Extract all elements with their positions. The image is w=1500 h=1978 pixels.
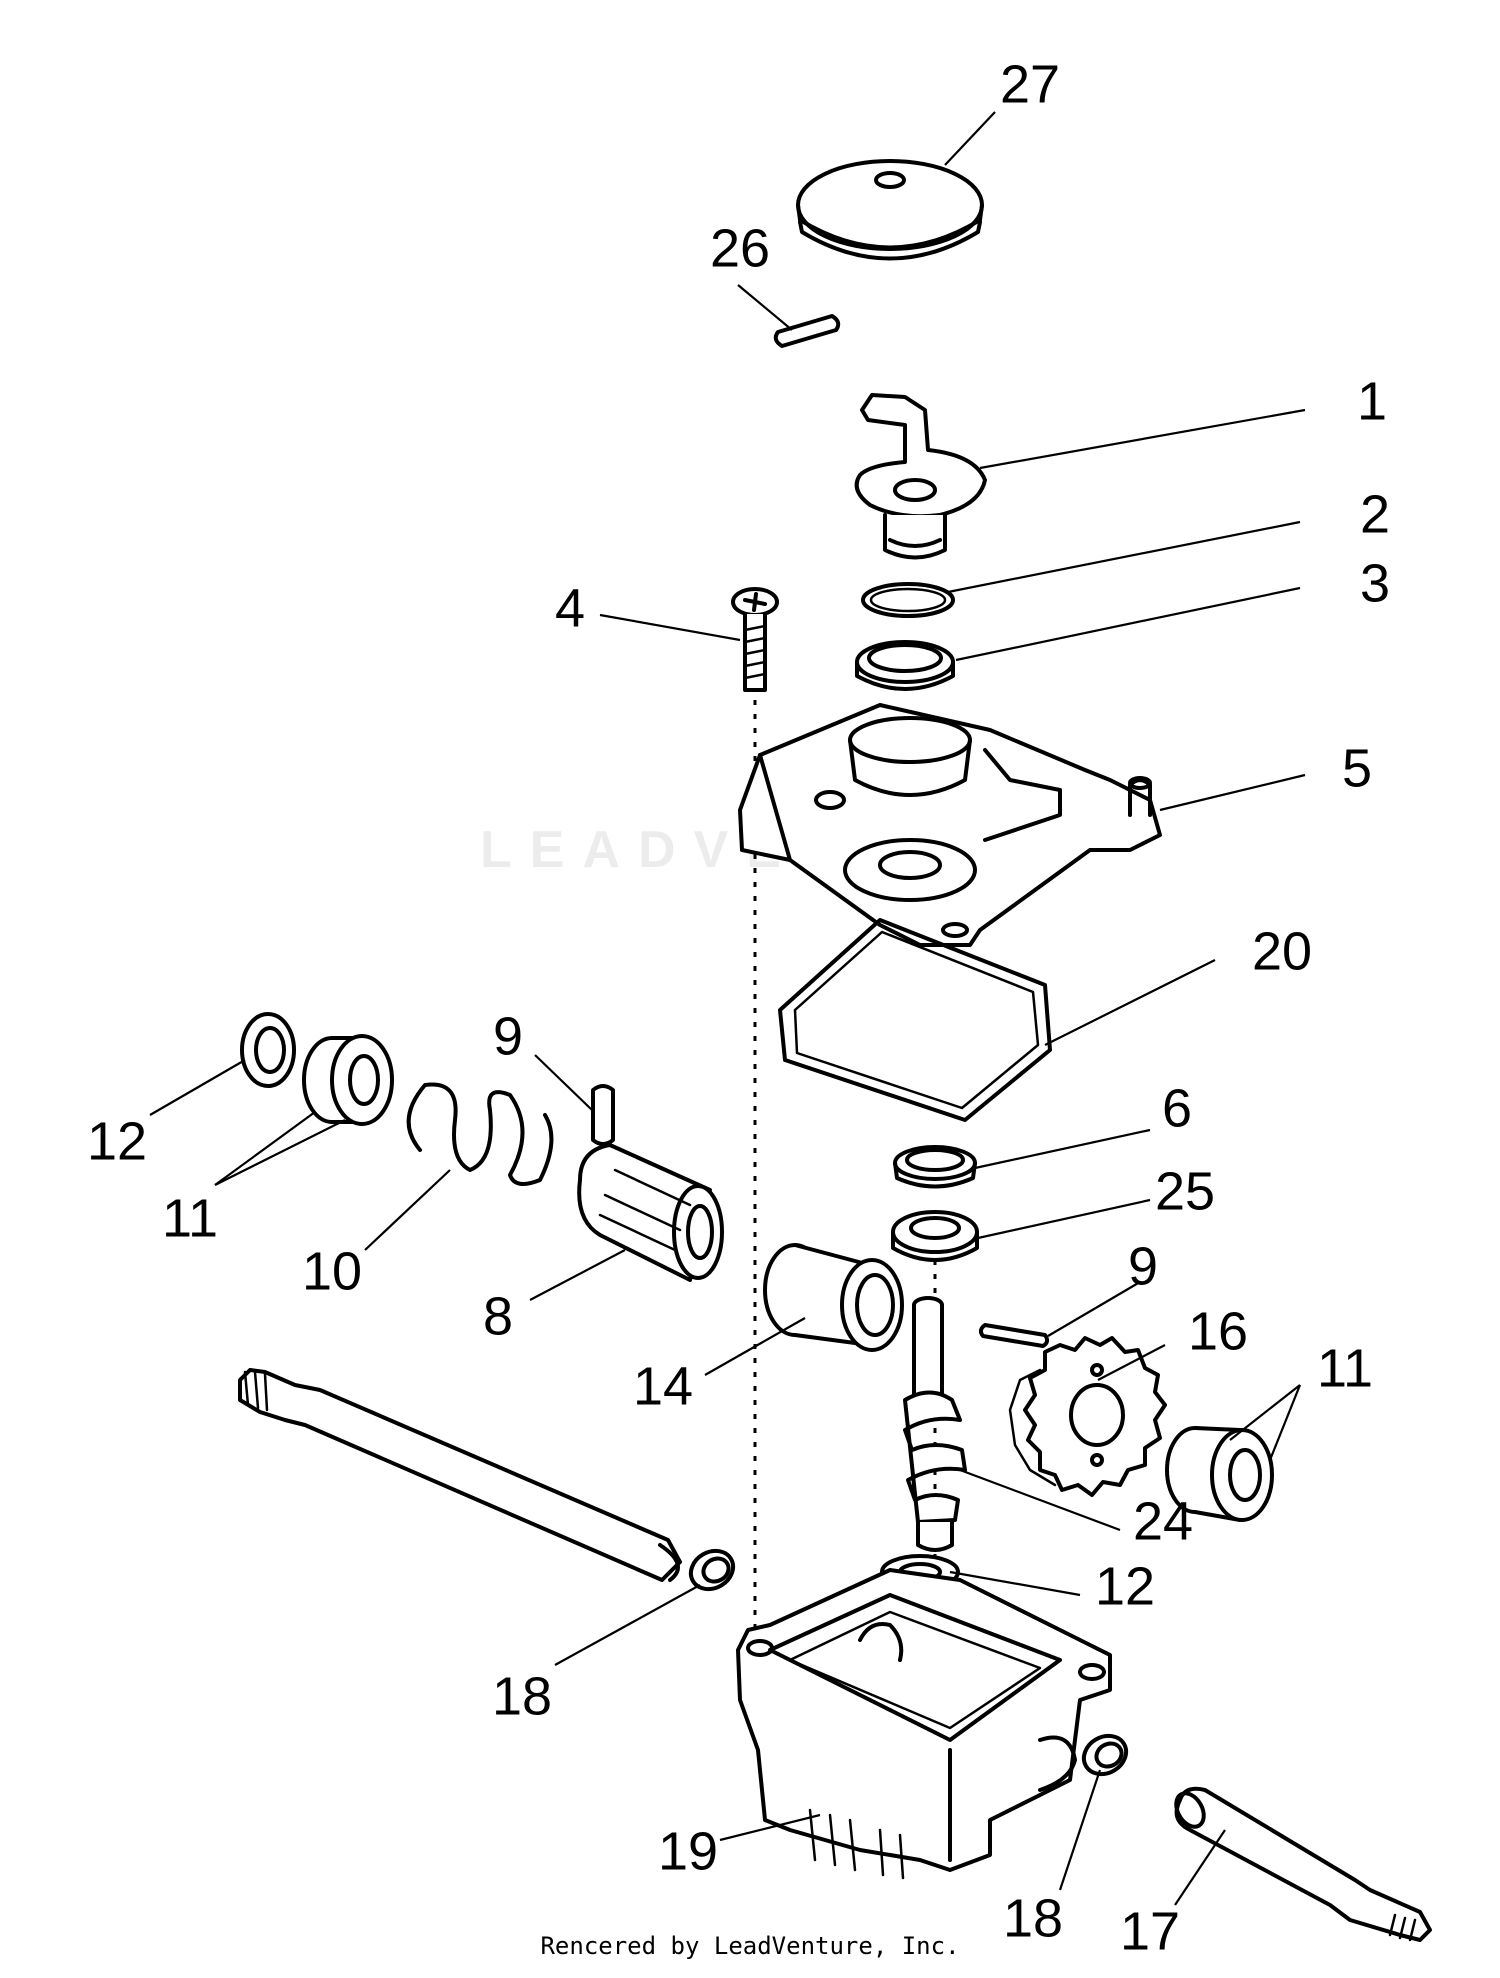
worm-shaft-part xyxy=(903,1296,967,1552)
callout-18-right: 18 xyxy=(1003,1888,1063,1948)
callout-14: 14 xyxy=(633,1356,693,1416)
axle-seal-part-left xyxy=(688,1548,736,1592)
seal-part-lower xyxy=(893,1145,977,1189)
bushing-part-left xyxy=(302,1034,394,1126)
seal-part xyxy=(855,640,955,691)
callout-11-right: 11 xyxy=(1317,1338,1373,1398)
washer-part-left xyxy=(240,1012,296,1088)
render-credit: Rencered by LeadVenture, Inc. xyxy=(540,1932,960,1960)
callout-3: 3 xyxy=(1360,553,1390,613)
callout-8: 8 xyxy=(483,1286,513,1346)
callout-25: 25 xyxy=(1155,1161,1215,1221)
clutch-sleeve-part xyxy=(577,1143,724,1282)
callout-11-left: 11 xyxy=(162,1188,218,1248)
snap-ring-part xyxy=(861,582,955,618)
pin-part-upper xyxy=(591,1084,615,1146)
bushing-part-right xyxy=(1165,1426,1274,1522)
callout-20: 20 xyxy=(1252,921,1312,981)
callout-1: 1 xyxy=(1357,371,1387,431)
callout-27: 27 xyxy=(1000,54,1060,114)
callout-24: 24 xyxy=(1133,1491,1193,1551)
callout-16: 16 xyxy=(1188,1301,1248,1361)
callout-9-upper: 9 xyxy=(493,1006,523,1066)
pin-part-lower xyxy=(978,1323,1050,1348)
screw-part xyxy=(731,587,779,692)
callout-12-lower: 12 xyxy=(1095,1556,1155,1616)
callout-12-left: 12 xyxy=(87,1111,147,1171)
gasket-part xyxy=(778,918,1052,1122)
callout-5: 5 xyxy=(1342,738,1372,798)
callout-9-lower: 9 xyxy=(1128,1236,1158,1296)
axle-shaft-left xyxy=(238,1368,682,1582)
pin-part xyxy=(773,314,841,348)
callout-10: 10 xyxy=(302,1241,362,1301)
gear-case-part xyxy=(736,1568,1112,1880)
gearcase-cover-part xyxy=(738,703,1162,947)
leader-lines xyxy=(149,111,1306,1906)
callout-4: 4 xyxy=(555,578,585,638)
callout-19: 19 xyxy=(658,1821,718,1881)
shift-lever-part xyxy=(854,393,987,560)
bearing-part xyxy=(891,1210,979,1262)
gear-part xyxy=(1008,1336,1167,1497)
pulley-part xyxy=(796,159,984,261)
axle-seal-part-right xyxy=(1081,1733,1129,1777)
spring-part xyxy=(406,1082,554,1186)
callout-17: 17 xyxy=(1120,1901,1180,1961)
callout-6: 6 xyxy=(1162,1078,1192,1138)
callout-18-left: 18 xyxy=(492,1666,552,1726)
callout-26: 26 xyxy=(710,218,770,278)
bearing-sleeve-part xyxy=(763,1243,904,1352)
callout-2: 2 xyxy=(1360,484,1390,544)
axle-shaft-right xyxy=(1174,1786,1432,1942)
